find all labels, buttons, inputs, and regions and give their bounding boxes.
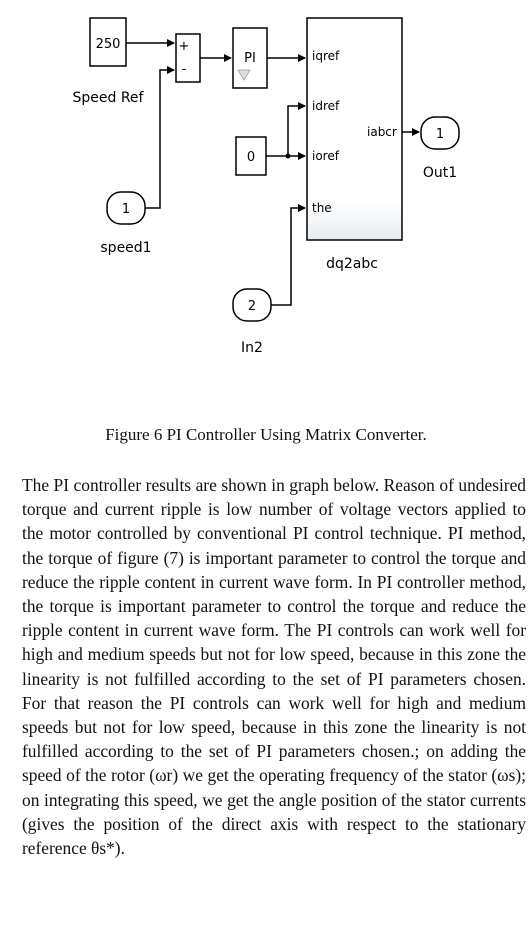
inport-in2-label: In2 <box>241 340 263 356</box>
pi-controller-block[interactable]: PI <box>232 27 268 89</box>
inport-speed1-number: 1 <box>122 202 130 217</box>
port-ioref-label: ioref <box>312 149 340 163</box>
sum-minus-sign: - <box>182 62 187 77</box>
inport-in2-number: 2 <box>248 299 256 314</box>
outport-out1-block[interactable]: 1 <box>420 116 460 150</box>
port-iabcr-label: iabcr <box>367 125 397 139</box>
outport-out1-label: Out1 <box>423 165 457 181</box>
figure-caption: Figure 6 PI Controller Using Matrix Conv… <box>105 425 427 444</box>
dq2abc-subsystem-block[interactable]: iqref idref ioref the iabcr <box>306 17 403 241</box>
sum-block[interactable]: + - <box>175 33 201 83</box>
inport-speed1-block[interactable]: 1 <box>106 191 146 225</box>
constant-zero-block[interactable]: 0 <box>235 136 267 176</box>
constant-zero-value: 0 <box>247 150 255 165</box>
line-speed1-to-sum <box>145 66 175 209</box>
sum-plus-sign: + <box>179 39 190 54</box>
branch-point <box>285 153 291 159</box>
inport-speed1-label: speed1 <box>100 240 151 256</box>
constant-speed-ref-block[interactable]: 250 <box>89 17 127 67</box>
constant-speed-value: 250 <box>96 37 121 52</box>
constant-speed-label: Speed Ref <box>73 90 145 106</box>
line-zero-to-idref <box>287 102 306 156</box>
pi-dropdown-icon <box>237 69 251 81</box>
port-iqref-label: iqref <box>312 49 340 63</box>
simulink-diagram: 250 Speed Ref + - PI 0 iqref idref ioref… <box>73 17 460 356</box>
port-idref-label: idref <box>312 99 340 113</box>
inport-in2-block[interactable]: 2 <box>232 288 272 322</box>
body-paragraph: The PI controller results are shown in g… <box>22 475 526 859</box>
pi-label: PI <box>244 51 256 66</box>
dq2abc-label: dq2abc <box>326 256 378 272</box>
signal-lines <box>126 39 420 306</box>
port-the-label: the <box>312 201 332 215</box>
line-in2-to-the <box>271 204 306 306</box>
outport-out1-number: 1 <box>436 127 444 142</box>
